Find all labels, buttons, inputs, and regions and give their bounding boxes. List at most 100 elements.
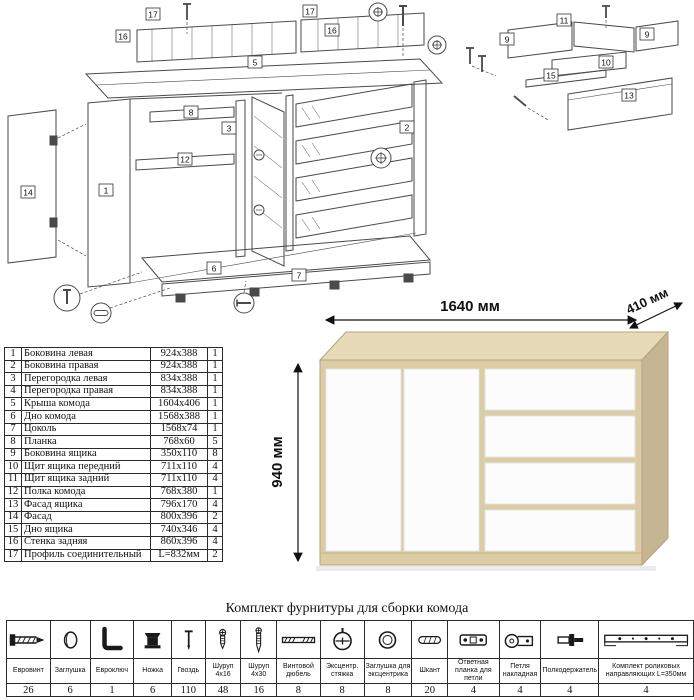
- dresser-render: 1640 мм 940 мм 410 мм: [269, 290, 683, 571]
- svg-text:15: 15: [546, 71, 556, 81]
- part-number-label: 9: [499, 32, 515, 46]
- part-size: 800x396: [150, 510, 208, 525]
- cap-icon: [49, 620, 91, 659]
- part-number-label: 1: [98, 183, 114, 197]
- part-qty: 2: [207, 510, 223, 525]
- part-qty: 5: [207, 435, 223, 449]
- hexkey-icon: [89, 620, 135, 659]
- part-number-label: 16: [115, 29, 131, 43]
- part-name: Щит ящика передний: [21, 460, 151, 474]
- part-qty: 1: [207, 409, 223, 424]
- part-number-label: 5: [247, 55, 263, 69]
- part-num: 4: [4, 384, 22, 399]
- part-name: Боковина ящика: [21, 447, 151, 462]
- part-number-label: 11: [556, 13, 572, 27]
- hardware-item-name: Заглушка: [49, 657, 91, 685]
- door-left: [325, 368, 402, 552]
- screw-30-icon: [240, 620, 278, 659]
- part-number-label: 9: [639, 27, 655, 41]
- dresser-top-face: [318, 331, 670, 361]
- part-num: 2: [4, 359, 22, 374]
- part-qty: 4: [207, 498, 223, 512]
- hardware-item-name: Ножка: [133, 657, 172, 685]
- hardware-item-qty: 20: [411, 683, 449, 698]
- part-number-label: 14: [20, 185, 36, 199]
- part-number-label: 2: [399, 120, 415, 134]
- part-num: 8: [4, 435, 22, 449]
- part-size: 834x388: [150, 384, 208, 399]
- part-name: Крыша комода: [21, 397, 151, 411]
- dowel-screw-icon: [276, 620, 321, 659]
- part-size: L=832мм: [150, 548, 208, 563]
- part-name: Перегородка правая: [21, 384, 151, 399]
- foot-icon: [133, 620, 172, 659]
- drawer-front: [484, 509, 636, 552]
- screw-16-icon: [204, 620, 242, 659]
- hinge-plate-icon: [447, 620, 500, 659]
- svg-text:16: 16: [327, 26, 337, 36]
- hardware-item-qty: 26: [6, 683, 51, 698]
- hinge-icon: [498, 620, 542, 659]
- hardware-item-name: Винтовой дюбель: [276, 657, 321, 685]
- part-name: Цоколь: [21, 422, 151, 437]
- hardware-item-qty: 48: [204, 683, 242, 698]
- svg-text:13: 13: [624, 91, 634, 101]
- part-name: Дно ящика: [21, 523, 151, 537]
- hardware-item-name: Евроключ: [89, 657, 135, 685]
- drawer-front: [484, 368, 636, 411]
- dresser-side-face: [641, 330, 669, 567]
- drawer-detail-labels: 11 9 9 15 10 13: [499, 13, 655, 102]
- part-name: Планка: [21, 435, 151, 449]
- part-size: 860x396: [150, 535, 208, 550]
- drawer-detail-diagram: 11 9 9 15 10 13: [466, 5, 679, 131]
- part-num: 17: [4, 548, 22, 563]
- svg-text:14: 14: [23, 188, 33, 198]
- hardware-item-name: Заглушка для эксцентрика: [363, 657, 413, 685]
- svg-text:9: 9: [505, 35, 510, 45]
- part-number-label: 3: [221, 121, 237, 135]
- part-num: 1: [4, 347, 22, 361]
- svg-text:17: 17: [305, 7, 315, 17]
- part-name: Перегородка левая: [21, 372, 151, 386]
- svg-text:10: 10: [601, 58, 611, 68]
- hardware-icons-row: [6, 620, 694, 659]
- hardware-item-name: Ответная планка для петли: [447, 657, 500, 685]
- part-number-label: 6: [206, 261, 222, 275]
- part-name: Боковина правая: [21, 359, 151, 374]
- part-name: Щит ящика задний: [21, 472, 151, 487]
- part-qty: 1: [207, 422, 223, 437]
- width-dimension-label: 1640 мм: [440, 298, 500, 315]
- part-num: 10: [4, 460, 22, 474]
- part-num: 12: [4, 485, 22, 500]
- hardware-item-qty: 8: [363, 683, 413, 698]
- part-qty: 4: [207, 472, 223, 487]
- hardware-item-qty: 8: [319, 683, 365, 698]
- part-size: 350x110: [150, 447, 208, 462]
- shelf-support-icon: [540, 620, 600, 659]
- part-size: 796x170: [150, 498, 208, 512]
- part-name: Боковина левая: [21, 347, 151, 361]
- part-size: 768x380: [150, 485, 208, 500]
- part-name: Фасад: [21, 510, 151, 525]
- part-num: 7: [4, 422, 22, 437]
- wood-dowel-icon: [411, 620, 449, 659]
- svg-text:16: 16: [118, 32, 128, 42]
- part-qty: 4: [207, 460, 223, 474]
- svg-text:3: 3: [227, 124, 232, 134]
- part-qty: 4: [207, 535, 223, 550]
